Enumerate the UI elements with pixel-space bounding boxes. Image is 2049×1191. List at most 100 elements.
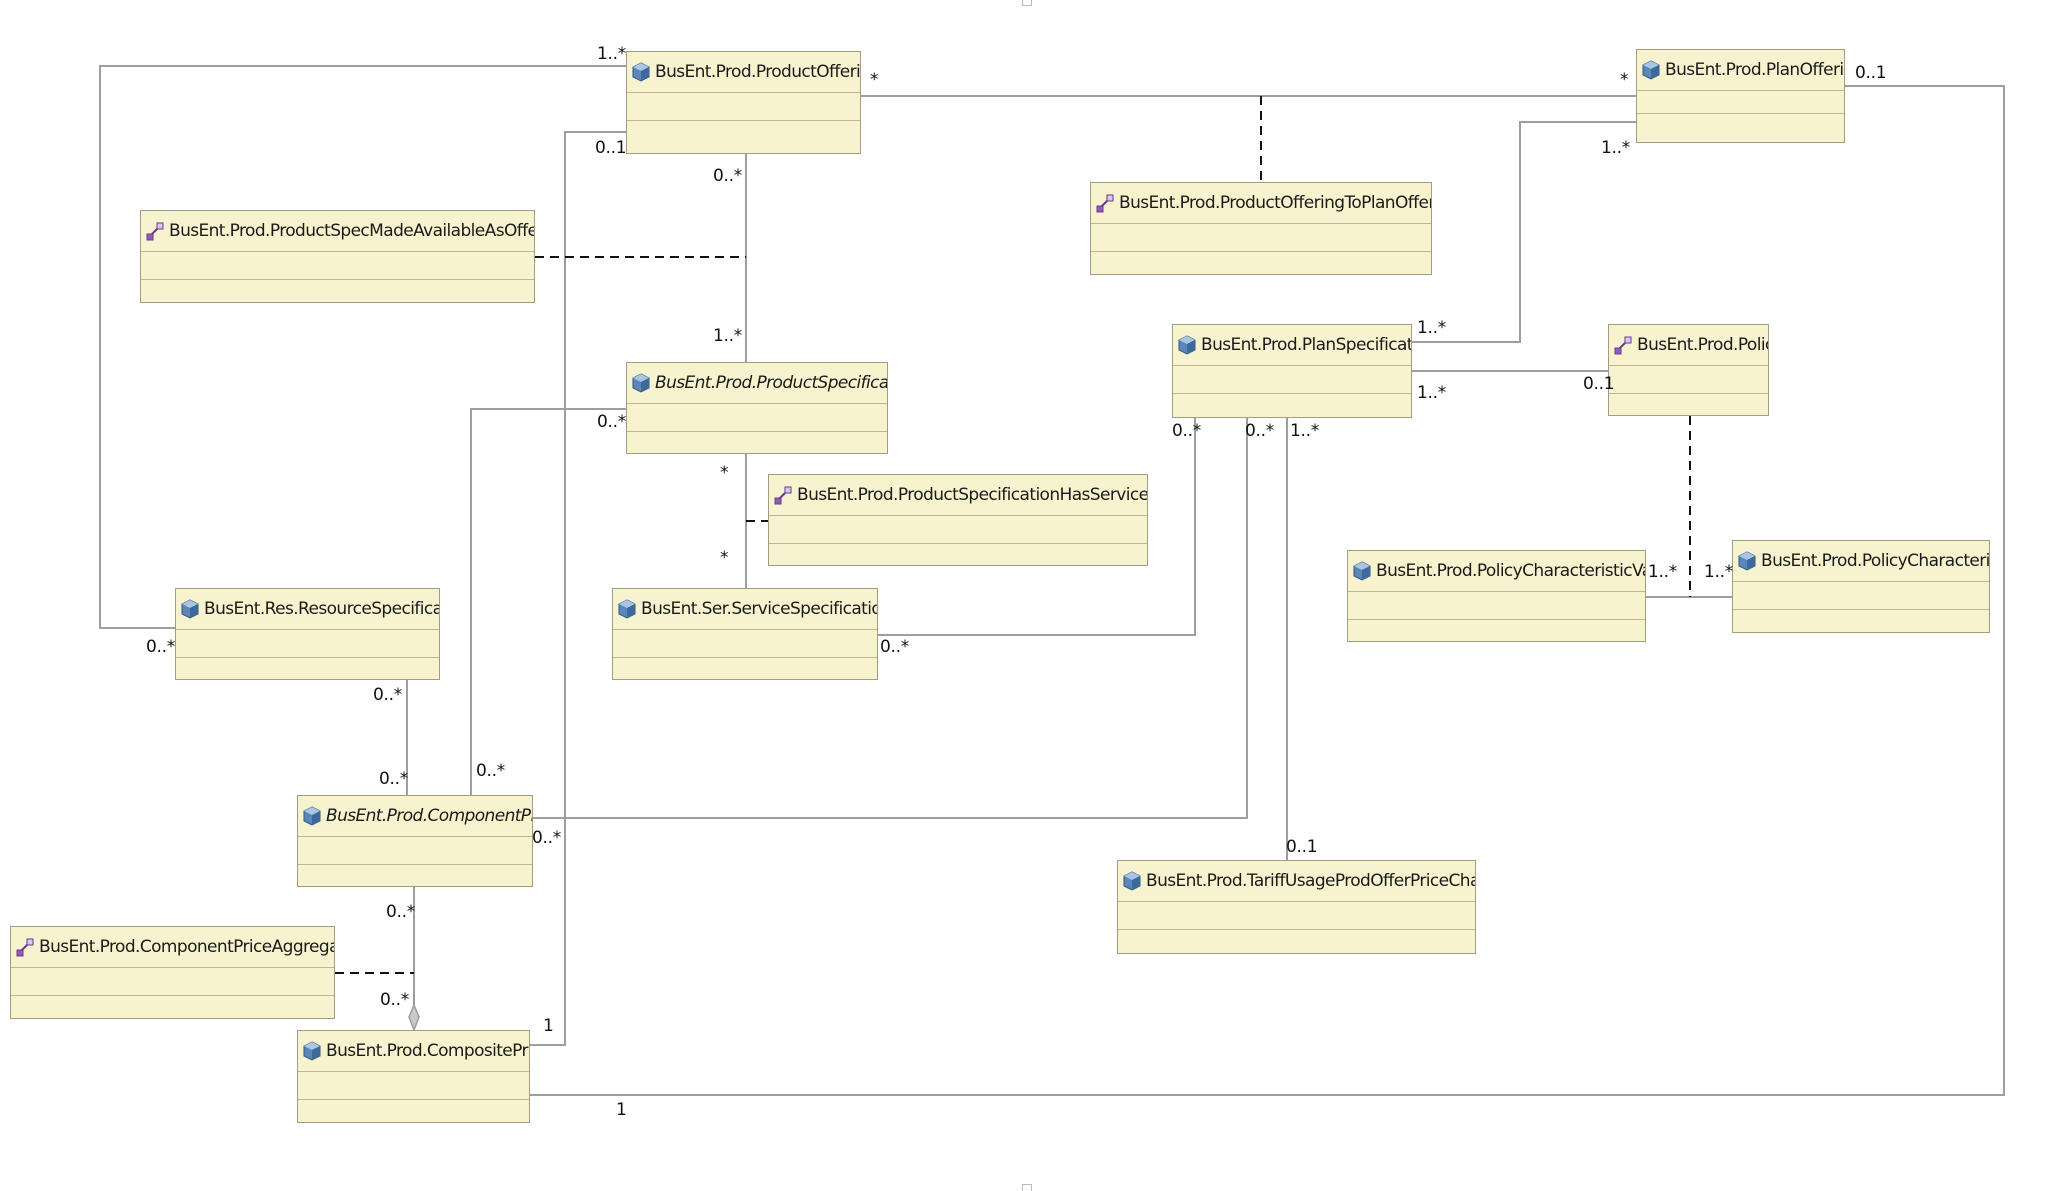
class-product-spec-made-available[interactable]: BusEnt.Prod.ProductSpecMadeAvailableAsOf… bbox=[140, 210, 535, 303]
multiplicity-label: 1..* bbox=[1290, 421, 1319, 441]
assoc-offering-compositeprice bbox=[530, 131, 626, 1046]
class-name: BusEnt.Prod.ProductSpecificationHasServi… bbox=[797, 485, 1147, 505]
operations-section bbox=[1173, 394, 1411, 421]
operations-section bbox=[627, 432, 887, 459]
class-resource-specification[interactable]: BusEnt.Res.ResourceSpecification bbox=[175, 588, 440, 680]
operations-section bbox=[613, 658, 877, 685]
attributes-section bbox=[1173, 366, 1411, 394]
assoc-offering-resource bbox=[99, 65, 626, 629]
multiplicity-label: 0..* bbox=[379, 769, 408, 789]
operations-section bbox=[298, 865, 532, 892]
class-icon bbox=[632, 62, 650, 82]
class-icon bbox=[1353, 561, 1371, 581]
multiplicity-label: 1..* bbox=[1601, 138, 1630, 158]
attributes-section bbox=[1733, 582, 1989, 610]
attributes-section bbox=[627, 404, 887, 432]
multiplicity-label: 1..* bbox=[1417, 318, 1446, 338]
class-policy[interactable]: BusEnt.Prod.Policy bbox=[1608, 324, 1769, 416]
operations-section bbox=[176, 658, 439, 685]
multiplicity-label: 0..1 bbox=[1583, 374, 1615, 394]
class-name: BusEnt.Prod.ComponentPriceAggregates bbox=[39, 937, 334, 957]
operations-section bbox=[627, 121, 860, 148]
operations-section bbox=[769, 544, 1147, 571]
class-icon bbox=[1123, 871, 1141, 891]
class-name: BusEnt.Prod.PolicyCharacteristicValue bbox=[1376, 561, 1645, 581]
class-plan-specification[interactable]: BusEnt.Prod.PlanSpecification bbox=[1172, 324, 1412, 418]
multiplicity-label: 0..* bbox=[532, 828, 561, 848]
assoc-componentprice-planspec bbox=[533, 418, 1248, 819]
class-policy-characteristic[interactable]: BusEnt.Prod.PolicyCharacteristic bbox=[1732, 540, 1990, 633]
operations-section bbox=[1091, 252, 1431, 279]
operations-section bbox=[1118, 930, 1475, 957]
attributes-section bbox=[298, 1072, 529, 1100]
class-name: BusEnt.Prod.TariffUsageProdOfferPriceCha… bbox=[1146, 871, 1475, 891]
association-class-icon bbox=[146, 222, 164, 241]
class-tariff-usage-charge[interactable]: BusEnt.Prod.TariffUsageProdOfferPriceCha… bbox=[1117, 860, 1476, 954]
attributes-section bbox=[1091, 224, 1431, 252]
assoc-planoffering-planspec bbox=[1412, 121, 1636, 343]
multiplicity-label: * bbox=[1620, 70, 1629, 90]
class-name: BusEnt.Prod.Policy bbox=[1637, 335, 1768, 355]
class-policy-characteristic-value[interactable]: BusEnt.Prod.PolicyCharacteristicValue bbox=[1347, 550, 1646, 642]
multiplicity-label: 0..* bbox=[146, 637, 175, 657]
multiplicity-label: 0..1 bbox=[595, 138, 627, 158]
class-product-offering-to-plan-offering[interactable]: BusEnt.Prod.ProductOfferingToPlanOfferi.… bbox=[1090, 182, 1432, 275]
aggregation-diamond bbox=[408, 1003, 420, 1033]
multiplicity-label: 0..* bbox=[1245, 421, 1274, 441]
class-icon bbox=[632, 373, 650, 393]
class-icon bbox=[1738, 551, 1756, 571]
class-icon bbox=[1178, 335, 1196, 355]
class-name: BusEnt.Prod.ProductSpecMadeAvailableAsOf… bbox=[169, 221, 534, 241]
multiplicity-label: 0..1 bbox=[1855, 63, 1887, 83]
multiplicity-label: 1 bbox=[616, 1100, 627, 1120]
class-name: BusEnt.Prod.CompositePrice bbox=[326, 1041, 529, 1061]
canvas-edge-marker bbox=[1022, 1184, 1032, 1191]
class-name: BusEnt.Ser.ServiceSpecification bbox=[641, 599, 877, 619]
attributes-section bbox=[627, 93, 860, 121]
class-component-price[interactable]: BusEnt.Prod.ComponentPrice bbox=[297, 795, 533, 887]
class-product-spec-has-service-spec[interactable]: BusEnt.Prod.ProductSpecificationHasServi… bbox=[768, 474, 1148, 566]
assoc-servicespec-planspec bbox=[878, 418, 1196, 636]
multiplicity-label: 1..* bbox=[713, 326, 742, 346]
operations-section bbox=[11, 996, 334, 1023]
multiplicity-label: 0..* bbox=[386, 902, 415, 922]
canvas-edge-marker bbox=[1022, 0, 1032, 6]
multiplicity-label: * bbox=[720, 463, 729, 483]
multiplicity-label: 1..* bbox=[597, 44, 626, 64]
attributes-section bbox=[1609, 366, 1768, 394]
multiplicity-label: 1 bbox=[543, 1016, 554, 1036]
class-name: BusEnt.Prod.ProductOffering bbox=[655, 62, 860, 82]
operations-section bbox=[141, 280, 534, 307]
class-composite-price[interactable]: BusEnt.Prod.CompositePrice bbox=[297, 1030, 530, 1123]
multiplicity-label: 0..* bbox=[380, 990, 409, 1010]
attributes-section bbox=[176, 630, 439, 658]
multiplicity-label: * bbox=[720, 548, 729, 568]
operations-section bbox=[298, 1100, 529, 1127]
attributes-section bbox=[141, 252, 534, 280]
multiplicity-label: 0..* bbox=[476, 761, 505, 781]
association-class-icon bbox=[1614, 336, 1632, 355]
attributes-section bbox=[769, 516, 1147, 544]
class-plan-offering[interactable]: BusEnt.Prod.PlanOffering bbox=[1636, 49, 1845, 143]
class-icon bbox=[303, 1041, 321, 1061]
class-name: BusEnt.Prod.PolicyCharacteristic bbox=[1761, 551, 1989, 571]
multiplicity-label: * bbox=[870, 70, 879, 90]
multiplicity-label: 1..* bbox=[1417, 383, 1446, 403]
multiplicity-label: 0..1 bbox=[1286, 837, 1318, 857]
attributes-section bbox=[1637, 91, 1844, 114]
association-class-icon bbox=[1096, 194, 1114, 213]
multiplicity-label: 0..* bbox=[597, 412, 626, 432]
attributes-section bbox=[11, 968, 334, 996]
class-component-price-aggregates[interactable]: BusEnt.Prod.ComponentPriceAggregates bbox=[10, 926, 335, 1019]
attributes-section bbox=[613, 630, 877, 658]
class-product-specification[interactable]: BusEnt.Prod.ProductSpecification bbox=[626, 362, 888, 454]
assoc-planoffering-compositeprice bbox=[530, 85, 2005, 1096]
class-service-specification[interactable]: BusEnt.Ser.ServiceSpecification bbox=[612, 588, 878, 680]
association-class-icon bbox=[774, 486, 792, 505]
class-name: BusEnt.Res.ResourceSpecification bbox=[204, 599, 439, 619]
class-product-offering[interactable]: BusEnt.Prod.ProductOffering bbox=[626, 51, 861, 154]
operations-section bbox=[1609, 394, 1768, 421]
operations-section bbox=[1637, 114, 1844, 141]
